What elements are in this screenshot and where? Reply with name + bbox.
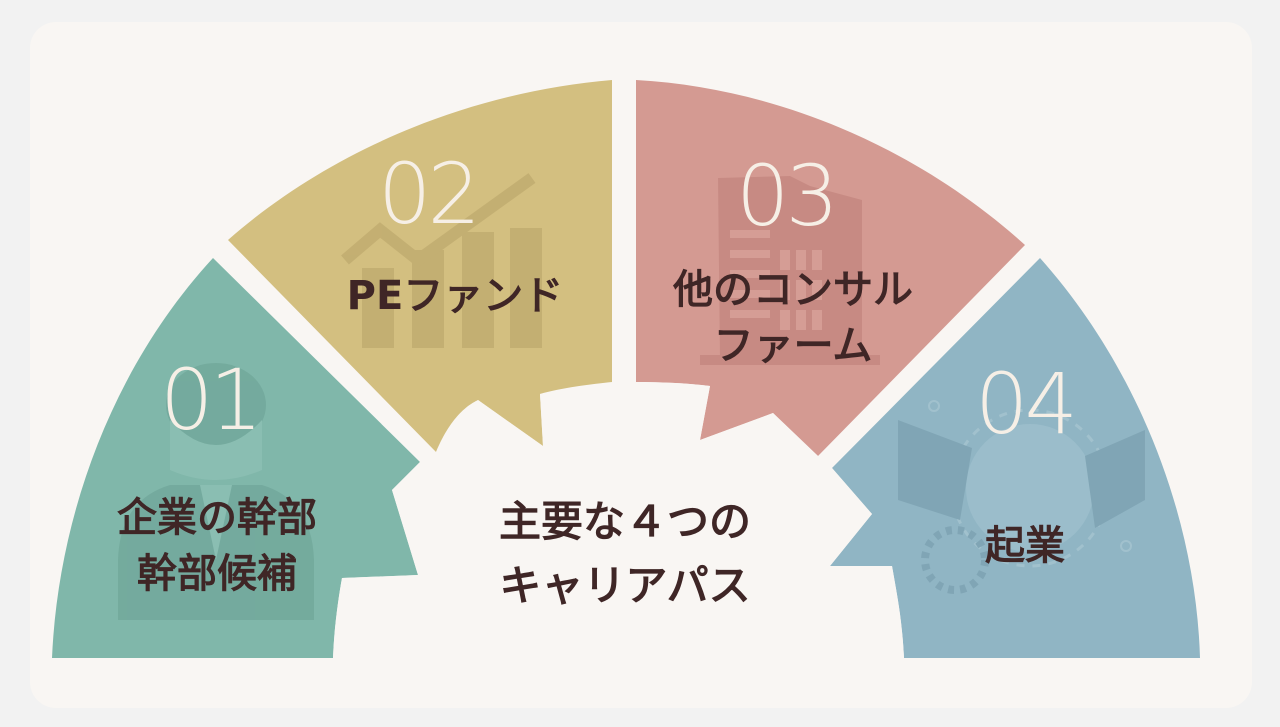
segment-03-number: 03: [736, 147, 839, 245]
segment-03-label-line1: 他のコンサル: [673, 267, 913, 313]
segment-01-label-line2: 幹部候補: [137, 551, 297, 597]
segment-02-number: 02: [378, 145, 481, 243]
segment-04-label: 起業: [945, 518, 1105, 574]
businessman-icon: [118, 363, 314, 620]
center-title-line2: キャリアパス: [499, 561, 751, 610]
segment-03-label: 他のコンサル ファーム: [648, 262, 938, 374]
segment-03: [636, 80, 1025, 456]
segment-01: [52, 258, 420, 658]
segment-04-number: 04: [975, 355, 1078, 453]
center-bubble: [333, 382, 904, 658]
center-title-line1: 主要な４つの: [498, 497, 751, 546]
segment-01-label: 企業の幹部 幹部候補: [82, 490, 352, 602]
segment-02-label-line1: PEファンド: [346, 273, 564, 319]
segment-02: [228, 80, 612, 452]
office-building-icon: [700, 176, 880, 365]
handshake-icon: [898, 400, 1145, 594]
segment-03-label-line2: ファーム: [713, 323, 873, 369]
growth-chart-icon: [341, 173, 542, 348]
segment-01-label-line1: 企業の幹部: [117, 495, 317, 541]
segment-02-label: PEファンド: [300, 268, 610, 324]
center-title: 主要な４つの キャリアパス: [440, 490, 810, 618]
segment-04: [830, 258, 1200, 658]
segment-01-number: 01: [160, 351, 263, 449]
segment-04-label-line1: 起業: [985, 523, 1065, 569]
